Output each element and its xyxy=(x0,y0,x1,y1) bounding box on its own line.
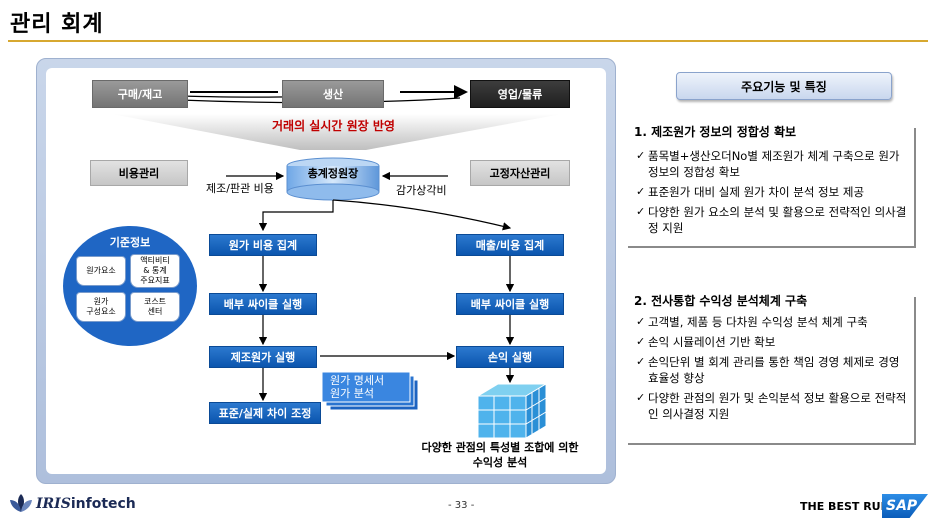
section-1-item: 다양한 원가 요소의 분석 및 활용으로 전략적인 의사결정 지원 xyxy=(636,204,908,236)
production-box: 생산 xyxy=(282,80,384,108)
base-info-activity-stats: 액티비티 & 통계 주요지표 xyxy=(130,254,180,288)
section-2-frame xyxy=(628,297,916,445)
iris-infotech-logo: IRISinfotech xyxy=(8,492,136,516)
title-divider xyxy=(8,40,928,42)
section-2-item: 손익단위 별 회계 관리를 통한 책임 경영 체제로 경영효율성 향상 xyxy=(636,354,908,386)
base-info-title: 기준정보 xyxy=(109,236,151,249)
profitability-cube-icon xyxy=(476,383,548,439)
sales-logistics-box: 영업/물류 xyxy=(470,80,570,108)
logo-text: IRISinfotech xyxy=(36,496,136,512)
base-info-cost-element: 원가요소 xyxy=(76,256,126,286)
right-allocation-cycle-box: 배부 싸이클 실행 xyxy=(456,293,564,315)
cost-aggregation-box: 원가 비용 집계 xyxy=(209,234,317,256)
logo-prefix: IRIS xyxy=(36,496,71,512)
realtime-ledger-caption: 거래의 실시간 원장 반영 xyxy=(272,119,395,133)
section-2-item: 손익 시뮬레이션 기반 확보 xyxy=(636,334,908,350)
variance-adjustment-box: 표준/실제 차이 조정 xyxy=(209,402,321,424)
section-1-frame xyxy=(628,128,916,248)
purchase-inventory-box: 구매/재고 xyxy=(92,80,188,108)
logo-suffix: infotech xyxy=(70,496,136,512)
profitability-analysis-caption: 다양한 관점의 특성별 조합에 의한 수익성 분석 xyxy=(421,441,579,469)
section-1-list: 품목별+생산오더No별 제조원가 체계 구축으로 원가정보의 정합성 확보 표준… xyxy=(636,148,908,240)
base-info-cost-center: 코스트 센터 xyxy=(130,292,180,322)
depreciation-label: 감가상각비 xyxy=(396,184,447,197)
section-2-title: 2. 전사통합 수익성 분석체계 구축 xyxy=(634,294,808,308)
section-1-item: 표준원가 대비 실제 원가 차이 분석 정보 제공 xyxy=(636,184,908,200)
manufacturing-cost-run-box: 제조원가 실행 xyxy=(209,346,317,368)
cost-management-box: 비용관리 xyxy=(90,160,188,186)
section-2-list: 고객별, 제품 등 다차원 수익성 분석 체계 구축 손익 시뮬레이션 기반 확… xyxy=(636,314,908,426)
section-1-title: 1. 제조원가 정보의 정합성 확보 xyxy=(634,125,797,139)
mfg-admin-cost-label: 제조/판관 비용 xyxy=(206,182,274,195)
profit-loss-run-box: 손익 실행 xyxy=(456,346,564,368)
fixed-asset-management-box: 고정자산관리 xyxy=(470,160,570,186)
features-header: 주요기능 및 특징 xyxy=(676,72,892,100)
revenue-cost-aggregation-box: 매출/비용 집계 xyxy=(456,234,564,256)
cost-statement-docs: 원가 명세서 원가 분석 xyxy=(330,374,385,400)
page-number: - 33 - xyxy=(448,500,475,511)
best-run-tagline: THE BEST RUN xyxy=(800,500,890,513)
general-ledger-label: 총계정원장 xyxy=(307,167,359,180)
section-1-item: 품목별+생산오더No별 제조원가 체계 구축으로 원가정보의 정합성 확보 xyxy=(636,148,908,180)
iris-flower-icon xyxy=(10,494,32,512)
base-info-cost-component: 원가 구성요소 xyxy=(76,292,126,322)
section-2-item: 고객별, 제품 등 다차원 수익성 분석 체계 구축 xyxy=(636,314,908,330)
page-title: 관리 회계 xyxy=(10,12,104,37)
left-allocation-cycle-box: 배부 싸이클 실행 xyxy=(209,293,317,315)
section-2-item: 다양한 관점의 원가 및 손익분석 정보 활용으로 전략적인 의사결정 지원 xyxy=(636,390,908,422)
